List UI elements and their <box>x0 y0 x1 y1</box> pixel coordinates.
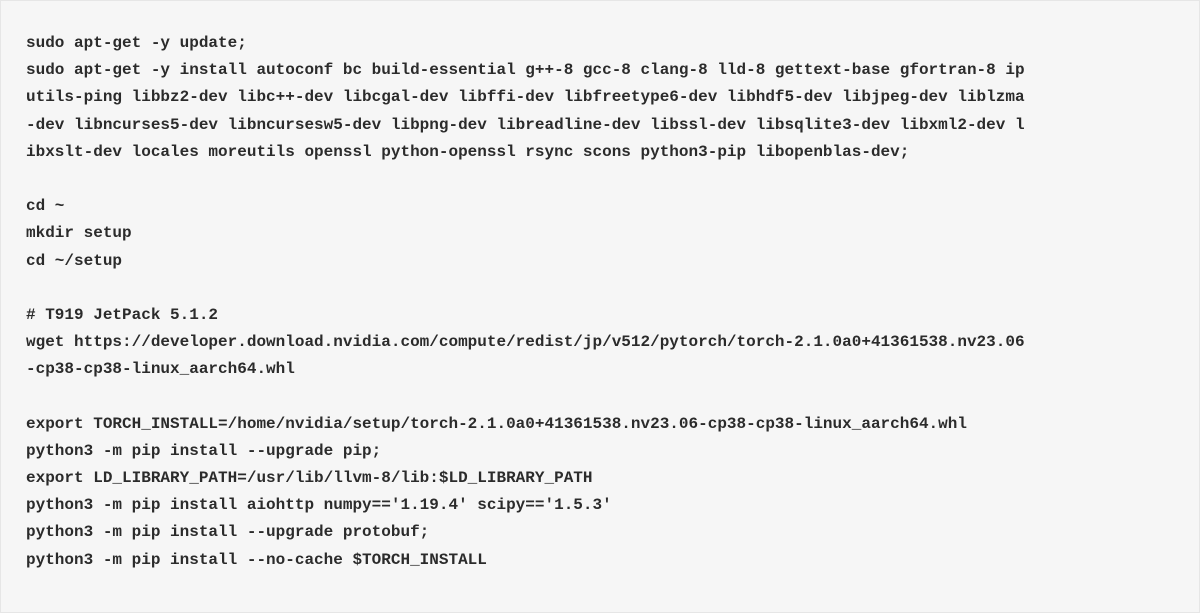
code-line: python3 -m pip install --no-cache $TORCH… <box>26 550 487 569</box>
code-line: mkdir setup <box>26 224 132 243</box>
code-line: sudo apt-get -y install autoconf bc buil… <box>26 61 1025 80</box>
code-line: export TORCH_INSTALL=/home/nvidia/setup/… <box>26 414 967 433</box>
code-line: wget https://developer.download.nvidia.c… <box>26 333 1025 352</box>
code-line: -dev libncurses5-dev libncursesw5-dev li… <box>26 115 1025 134</box>
code-line: ibxslt-dev locales moreutils openssl pyt… <box>26 142 910 161</box>
code-line: cd ~ <box>26 197 65 216</box>
code-line: utils-ping libbz2-dev libc++-dev libcgal… <box>26 88 1025 107</box>
code-text: sudo apt-get -y update; sudo apt-get -y i… <box>26 30 1199 574</box>
code-line: python3 -m pip install --upgrade pip; <box>26 441 382 460</box>
code-line-blank <box>26 166 1199 193</box>
code-line: python3 -m pip install aiohttp numpy=='1… <box>26 496 612 515</box>
code-line-blank <box>26 383 1199 410</box>
code-line: -cp38-cp38-linux_aarch64.whl <box>26 360 295 379</box>
code-line: cd ~/setup <box>26 251 123 270</box>
code-line: export LD_LIBRARY_PATH=/usr/lib/llvm-8/l… <box>26 469 593 487</box>
code-line: sudo apt-get -y update; <box>26 34 247 52</box>
code-line-blank <box>26 275 1199 302</box>
code-line: python3 -m pip install --upgrade protobu… <box>26 523 430 542</box>
code-comment: # T919 JetPack 5.1.2 <box>26 305 219 324</box>
